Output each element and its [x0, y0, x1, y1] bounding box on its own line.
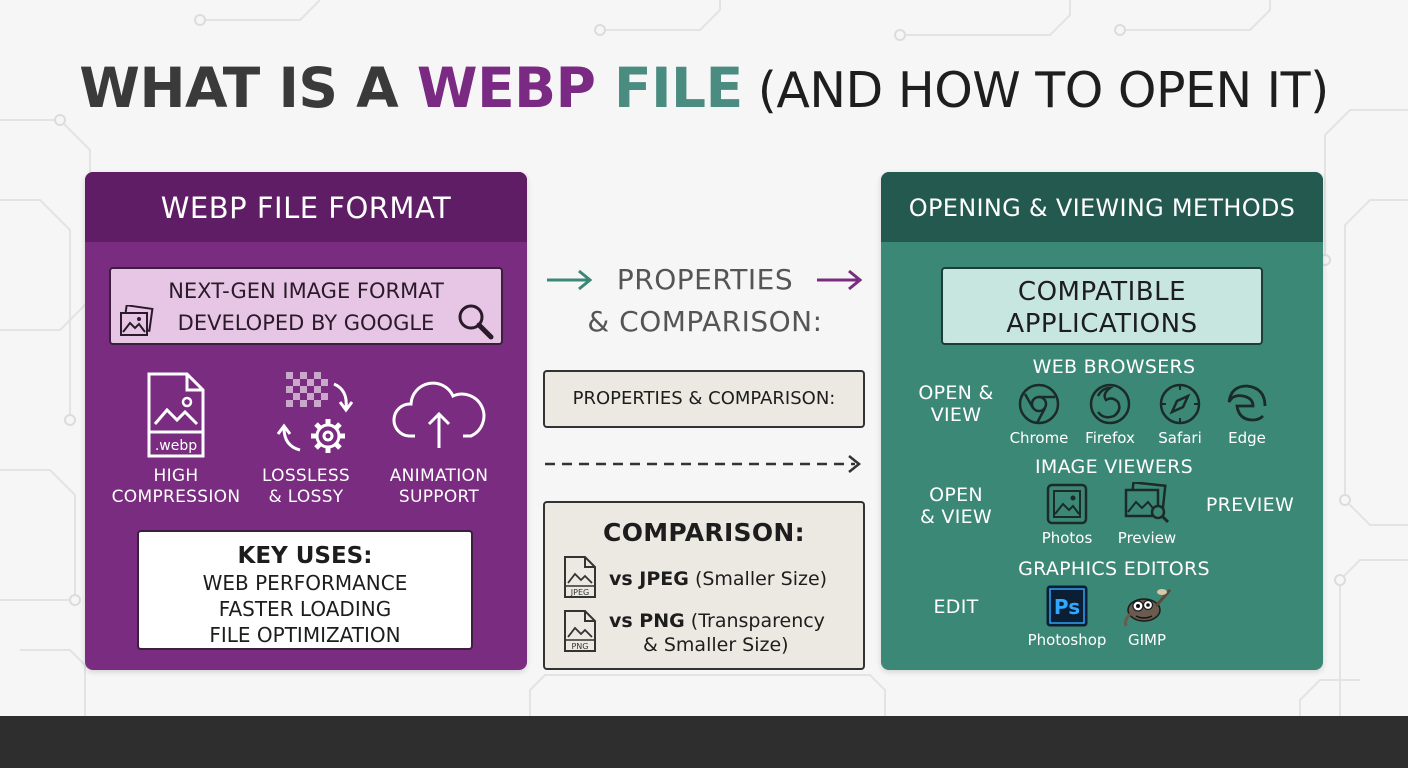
- vs-png-detail-2: & Smaller Size): [643, 634, 789, 656]
- firefox-icon: [1089, 383, 1131, 425]
- properties-heading: PROPERTIES & COMPARISON:: [540, 258, 870, 342]
- feature-1-line1: HIGH: [153, 466, 199, 486]
- bottom-bar: [0, 716, 1408, 768]
- photos-label: Photos: [1041, 529, 1093, 547]
- teal-arrow-icon: [547, 269, 593, 291]
- comparison-box: COMPARISON: JPEG vs JPEG (Smaller Size) …: [543, 501, 865, 670]
- comparison-row-jpeg: JPEG vs JPEG (Smaller Size): [563, 555, 853, 601]
- opening-methods-header: OPENING & VIEWING METHODS: [881, 172, 1323, 242]
- vs-png-label: vs PNG: [609, 610, 685, 632]
- open-view-2-line2: & VIEW: [919, 506, 993, 528]
- safari-icon: [1159, 383, 1201, 425]
- cloud-upload-icon: [392, 381, 486, 448]
- vs-jpeg-detail: (Smaller Size): [694, 568, 828, 590]
- next-gen-format-box: NEXT-GEN IMAGE FORMAT DEVELOPED BY GOOGL…: [109, 267, 503, 345]
- edge-app[interactable]: Edge: [1202, 382, 1292, 447]
- key-use-item: FILE OPTIMIZATION: [209, 623, 401, 647]
- key-uses-title: KEY USES:: [237, 543, 373, 569]
- image-viewers-title: IMAGE VIEWERS: [1035, 456, 1193, 478]
- jpeg-file-icon: JPEG: [564, 556, 596, 598]
- compatible-applications-box: COMPATIBLE APPLICATIONS: [941, 267, 1263, 345]
- developed-by-google-line: DEVELOPED BY GOOGLE: [177, 311, 435, 335]
- gimp-label: GIMP: [1127, 631, 1167, 649]
- vs-jpeg-label: vs JPEG: [609, 568, 689, 590]
- edit-label: EDIT: [933, 596, 979, 618]
- edge-icon: [1227, 384, 1267, 422]
- safari-label: Safari: [1158, 429, 1202, 447]
- gimp-icon: [1124, 589, 1172, 627]
- feature-animation-support: ANIMATION SUPPORT: [364, 370, 514, 508]
- ps-icon-text: Ps: [1054, 595, 1080, 619]
- key-uses-box: KEY USES: WEB PERFORMANCE FASTER LOADING…: [137, 530, 473, 650]
- feature-2-line2: & LOSSY: [268, 487, 344, 507]
- dashed-arrow-icon: [545, 455, 862, 473]
- comparison-row-png: PNG vs PNG (Transparency & Smaller Size): [563, 609, 853, 659]
- png-file-icon: PNG: [564, 610, 596, 652]
- opening-methods-panel: OPENING & VIEWING METHODS COMPATIBLE APP…: [881, 172, 1323, 670]
- key-use-item: WEB PERFORMANCE: [202, 571, 408, 595]
- title-part-how-to-open: (AND HOW TO OPEN IT): [742, 62, 1329, 119]
- title-part-what-is-a: WHAT IS A: [79, 56, 417, 120]
- open-view-line1: OPEN &: [918, 382, 994, 404]
- photoshop-app[interactable]: Ps Photoshop: [1022, 584, 1112, 649]
- feature-2-line1: LOSSLESS: [261, 466, 351, 486]
- feature-3-line1: ANIMATION: [389, 466, 489, 486]
- feature-lossless-lossy: LOSSLESS & LOSSY: [231, 370, 381, 508]
- key-use-item: FASTER LOADING: [218, 597, 392, 621]
- feature-3-line2: SUPPORT: [398, 487, 480, 507]
- open-view-line2: VIEW: [930, 404, 982, 426]
- open-view-label-2: OPEN & VIEW: [901, 484, 1011, 528]
- webp-extension-text: .webp: [155, 438, 197, 454]
- photo-stack-icon: [120, 305, 154, 336]
- chrome-icon: [1018, 383, 1060, 425]
- circuit-background: [0, 0, 1408, 716]
- vs-png-detail: (Transparency: [690, 610, 825, 632]
- photos-app[interactable]: Photos: [1022, 482, 1112, 547]
- properties-heading-line2: & COMPARISON:: [587, 305, 823, 338]
- purple-arrow-icon: [817, 269, 863, 291]
- png-icon-label: PNG: [571, 642, 588, 651]
- magnifier-icon: [458, 304, 494, 340]
- edge-label: Edge: [1228, 429, 1266, 447]
- properties-heading-line1: PROPERTIES: [616, 263, 794, 296]
- compat-line1: COMPATIBLE: [1017, 277, 1187, 307]
- photoshop-icon: Ps: [1046, 585, 1088, 627]
- photos-icon: [1046, 483, 1088, 525]
- preview-icon: [1124, 482, 1170, 524]
- preview-app[interactable]: Preview: [1102, 482, 1192, 547]
- feature-1-line2: COMPRESSION: [111, 487, 241, 507]
- open-view-2-line1: OPEN: [929, 484, 983, 506]
- compat-line2: APPLICATIONS: [1006, 309, 1198, 339]
- web-browsers-title: WEB BROWSERS: [1032, 356, 1196, 378]
- chrome-app[interactable]: Chrome: [994, 382, 1084, 447]
- preview-side-label: PREVIEW: [1205, 494, 1295, 516]
- next-gen-line: NEXT-GEN IMAGE FORMAT: [168, 279, 444, 303]
- feature-high-compression: .webp HIGH COMPRESSION: [101, 370, 251, 508]
- comparison-title: COMPARISON:: [603, 518, 805, 547]
- preview-app-label: Preview: [1117, 529, 1177, 547]
- firefox-app[interactable]: Firefox: [1065, 382, 1155, 447]
- gimp-app[interactable]: GIMP: [1102, 584, 1192, 649]
- safari-app[interactable]: Safari: [1135, 382, 1225, 447]
- title-part-webp: WEBP: [416, 56, 596, 120]
- open-view-label: OPEN & VIEW: [901, 382, 1011, 426]
- properties-comparison-box: PROPERTIES & COMPARISON:: [543, 370, 865, 428]
- chrome-label: Chrome: [1009, 429, 1069, 447]
- checker-gear-cycle-icon: [276, 372, 354, 453]
- webp-format-header: WEBP FILE FORMAT: [85, 172, 527, 242]
- photoshop-label: Photoshop: [1027, 631, 1107, 649]
- webp-format-panel: WEBP FILE FORMAT NEXT-GEN IMAGE FORMAT D…: [85, 172, 527, 670]
- jpeg-icon-label: JPEG: [570, 588, 589, 597]
- webp-file-icon: .webp: [147, 372, 205, 458]
- firefox-label: Firefox: [1085, 429, 1135, 447]
- page-title: WHAT IS A WEBP FILE (AND HOW TO OPEN IT): [0, 52, 1408, 127]
- graphics-editors-title: GRAPHICS EDITORS: [1018, 558, 1210, 580]
- title-part-file: FILE: [595, 56, 743, 120]
